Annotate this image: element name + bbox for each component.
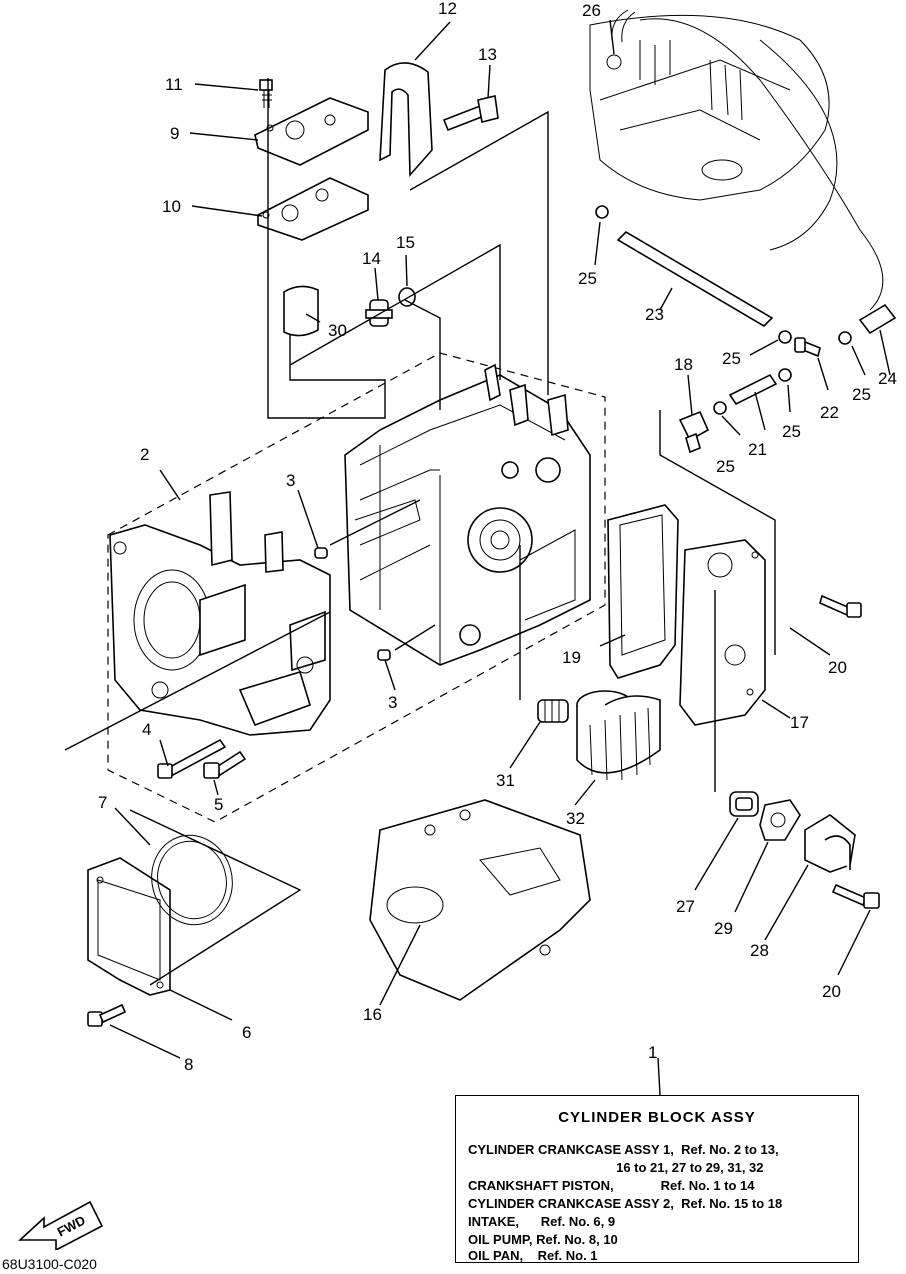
bolt-8 [87,1003,127,1027]
bolt-11 [259,79,273,108]
leader-lines [109,19,891,1096]
legend-line: INTAKE, Ref. No. 6, 9 [468,1214,616,1229]
callout-21: 21 [748,440,767,459]
gasket-19 [607,504,679,679]
callout-2: 2 [140,445,149,464]
clamp-25e [713,401,727,415]
legend-line: CRANKSHAFT PISTON, Ref. No. 1 to 14 [468,1178,755,1193]
callout-25b: 25 [722,349,741,368]
callout-32: 32 [566,809,585,828]
hose-line [639,18,884,311]
clamp-25b [778,330,792,344]
callout-31: 31 [496,771,515,790]
callout-20a: 20 [828,658,847,677]
legend-line: OIL PUMP, Ref. No. 8, 10 [468,1232,618,1247]
drawing-code: 68U3100-C020 [2,1256,97,1272]
bolt-13 [442,95,499,132]
callout-25d: 25 [782,422,801,441]
callout-6: 6 [242,1023,251,1042]
clamp-25a [595,205,609,219]
callout-23: 23 [645,305,664,324]
bolt-4 [157,738,227,779]
callout-9: 9 [170,124,179,143]
callout-14: 14 [362,249,381,268]
plate-6 [87,857,171,996]
oil-filter-32 [576,690,661,781]
callout-11: 11 [165,75,183,94]
parts-legend-box: CYLINDER BLOCK ASSY CYLINDER CRANKCASE A… [455,1095,859,1263]
clip-26 [606,54,622,70]
callout-10: 10 [162,197,181,216]
clamp-25d [778,368,792,382]
cylinder-block [344,363,591,666]
callout-28: 28 [750,941,769,960]
callout-8: 8 [184,1055,193,1074]
bolt-20a [819,594,862,618]
callout-26: 26 [582,1,601,20]
gasket-7 [151,834,233,926]
callout-7: 7 [98,793,107,812]
gasket-29 [759,799,801,841]
callout-18: 18 [674,355,693,374]
legend-title: CYLINDER BLOCK ASSY [558,1109,756,1126]
plate-10 [257,177,369,241]
bracket-12 [379,62,433,178]
pipe-21 [728,373,778,406]
plug-14 [365,299,393,327]
plate-9 [254,97,369,166]
legend-line: 16 to 21, 27 to 29, 31, 32 [468,1160,764,1175]
callout-15: 15 [396,233,415,252]
callout-20b: 20 [822,982,841,1001]
callout-3b: 3 [388,693,397,712]
bolt-5 [203,750,247,779]
engine-upper-housing [589,9,838,251]
callout-3a: 3 [286,471,295,490]
fitting-22 [794,337,821,358]
fitting-31 [537,699,569,723]
callout-1: 1 [648,1043,657,1062]
callout-25e: 25 [716,457,735,476]
legend-line: OIL PAN, Ref. No. 1 [468,1248,598,1263]
callout-4: 4 [142,720,151,739]
sleeve-30 [283,285,319,337]
guide-lines [64,78,776,986]
callout-19: 19 [562,648,581,667]
hose-23 [616,230,774,328]
legend-line: CYLINDER CRANKCASE ASSY 2, Ref. No. 15 t… [468,1196,783,1211]
hose-24 [858,303,897,335]
callout-25c: 25 [852,385,871,404]
callout-16: 16 [363,1005,382,1024]
callout-25a: 25 [578,269,597,288]
callout-12: 12 [438,0,457,18]
callout-17: 17 [790,713,809,732]
cover-17 [679,539,766,726]
callout-29: 29 [714,919,733,938]
legend-line: CYLINDER CRANKCASE ASSY 1, Ref. No. 2 to… [468,1142,779,1157]
washer-15 [398,287,416,307]
dowel-3b [377,649,391,661]
callout-5: 5 [214,795,223,814]
cover-28 [804,814,856,873]
thermostat-27 [729,791,759,817]
joint-18 [678,410,710,454]
callout-30: 30 [328,321,347,340]
dowel-3a [314,547,328,559]
callout-22: 22 [820,403,839,422]
gasket-16 [369,799,591,1001]
fwd-arrow-icon: FWD [18,1200,104,1250]
gasket-7-inner [157,840,227,920]
callout-27: 27 [676,897,695,916]
clamp-25c [838,331,852,345]
callout-13: 13 [478,45,497,64]
bolt-20b [831,883,880,909]
crankcase [109,491,331,736]
callout-24: 24 [878,369,897,388]
